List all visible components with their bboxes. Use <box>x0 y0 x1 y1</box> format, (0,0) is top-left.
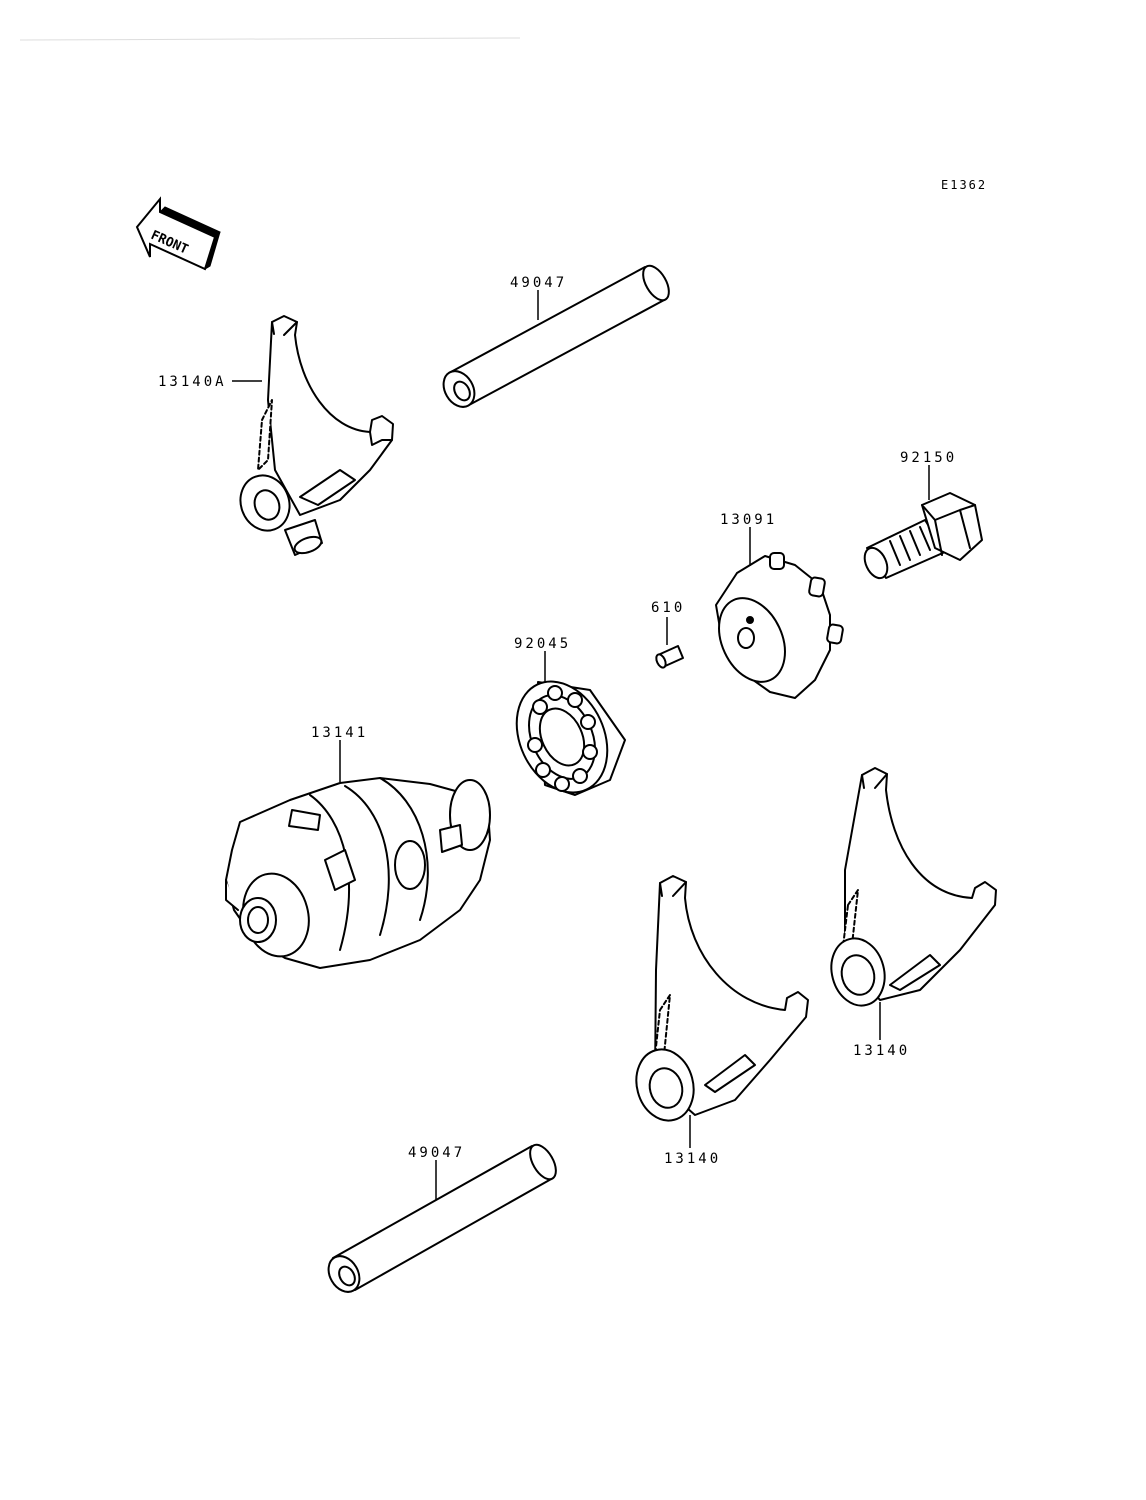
label-fork-13140a: 13140A <box>158 374 227 390</box>
scan-noise <box>19 37 521 41</box>
fork-13140a[interactable] <box>233 315 394 556</box>
label-pin: 610 <box>651 600 685 616</box>
label-fork-right: 13140 <box>853 1043 910 1059</box>
bearing-92045[interactable] <box>499 667 626 808</box>
label-fork-mid: 13140 <box>664 1151 721 1167</box>
diagram-code: E1362 <box>941 178 987 192</box>
bolt-92150[interactable] <box>860 492 983 582</box>
label-drum: 13141 <box>311 725 368 741</box>
front-arrow-icon: FRONT <box>135 196 221 271</box>
shaft-bottom[interactable] <box>322 1141 561 1298</box>
label-cam: 13091 <box>720 512 777 528</box>
drum-13141[interactable] <box>225 777 491 969</box>
fork-13140-right[interactable] <box>824 767 997 1012</box>
label-shaft-bottom: 49047 <box>408 1145 465 1161</box>
cam-13091[interactable] <box>706 552 844 699</box>
label-shaft-top: 49047 <box>510 275 567 291</box>
label-bolt: 92150 <box>900 450 957 466</box>
shaft-top[interactable] <box>437 262 674 413</box>
label-bearing: 92045 <box>514 636 571 652</box>
fork-13140-mid[interactable] <box>629 875 809 1127</box>
pin-610[interactable] <box>654 645 684 669</box>
